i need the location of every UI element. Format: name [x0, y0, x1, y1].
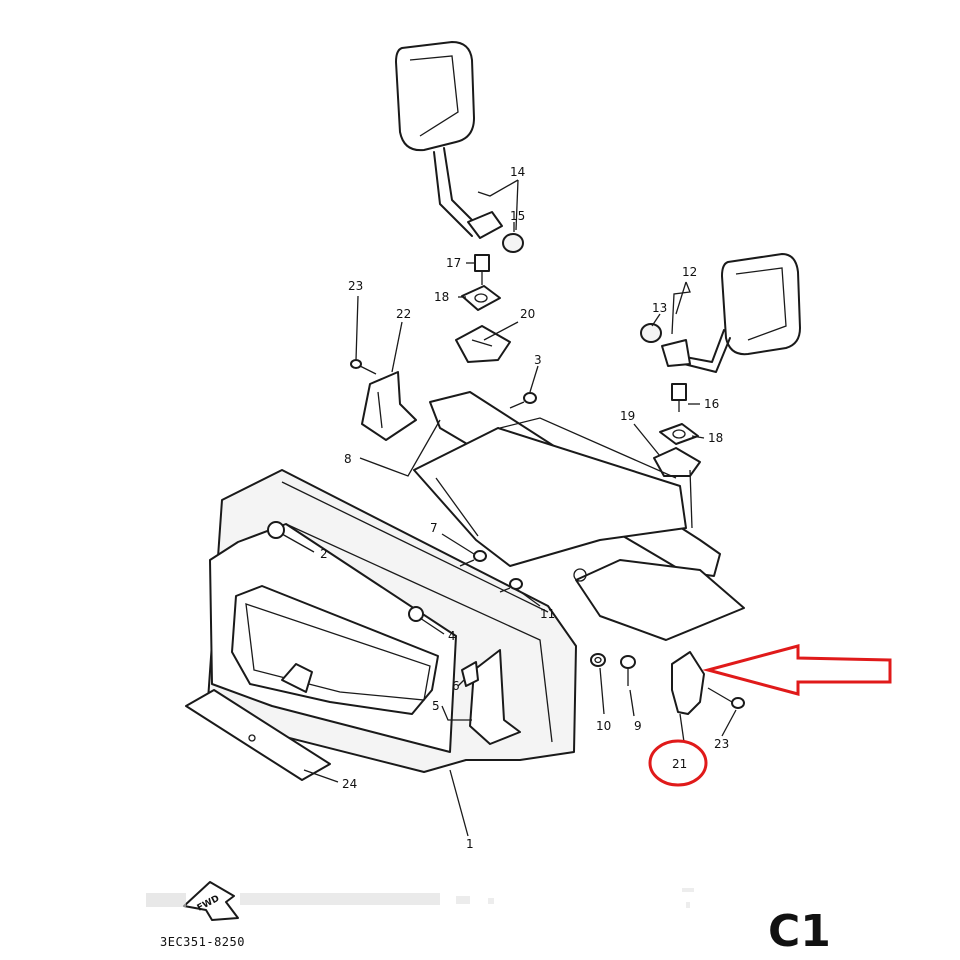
callout-18-right: 18 — [708, 431, 723, 445]
grommet-4 — [408, 606, 424, 622]
bolt-17 — [474, 254, 490, 285]
callout-6: 6 — [452, 679, 460, 693]
fwd-arrow-icon: FWD — [183, 881, 239, 921]
bolt-9 — [620, 655, 636, 686]
grommet-2 — [267, 521, 285, 539]
clip-6 — [461, 661, 479, 687]
page-id: C1 — [768, 906, 831, 957]
red-pointer-arrow-icon — [702, 644, 892, 696]
bolt-23-left — [350, 359, 377, 375]
callout-labels: 1 2 3 4 5 6 7 8 9 10 11 12 13 14 15 16 1… — [320, 165, 729, 851]
callout-15: 15 — [510, 209, 525, 223]
highlight-circle — [648, 739, 708, 787]
mount-bracket-19 — [653, 447, 701, 477]
left-mirror — [395, 41, 503, 239]
callout-21: 21 — [672, 757, 687, 771]
bolt-23-right — [707, 687, 745, 709]
callout-4: 4 — [448, 629, 456, 643]
bracket-5 — [469, 649, 521, 745]
callout-5: 5 — [432, 699, 440, 713]
callout-10: 10 — [596, 719, 611, 733]
callout-7: 7 — [430, 521, 438, 535]
callout-23-left: 23 — [348, 279, 363, 293]
callout-24: 24 — [342, 777, 357, 791]
washer-10 — [590, 653, 606, 667]
screw-7 — [459, 550, 487, 567]
callout-2: 2 — [320, 547, 328, 561]
faint-legend-marks — [146, 888, 694, 908]
callout-3: 3 — [534, 353, 542, 367]
callout-23-right: 23 — [714, 737, 729, 751]
bracket-21 — [671, 651, 705, 715]
leader-lines — [281, 179, 737, 837]
rubber-washer-18-left — [461, 285, 501, 311]
callout-1: 1 — [466, 837, 474, 851]
stay-22 — [361, 371, 417, 441]
callout-19: 19 — [620, 409, 635, 423]
mirror-nut-13 — [640, 323, 662, 343]
stay-8 — [413, 391, 745, 641]
bolt-16 — [671, 383, 687, 412]
screw-11 — [499, 578, 523, 593]
callout-17: 17 — [446, 256, 461, 270]
callout-8: 8 — [344, 452, 352, 466]
right-mirror — [661, 253, 801, 373]
mirror-nut-15 — [502, 233, 524, 253]
callout-11: 11 — [540, 607, 555, 621]
callout-13: 13 — [652, 301, 667, 315]
callout-12: 12 — [682, 265, 697, 279]
callout-20: 20 — [520, 307, 535, 321]
bolt-3 — [509, 392, 537, 409]
callout-22: 22 — [396, 307, 411, 321]
panel-24 — [185, 689, 331, 781]
rubber-washer-18-right — [659, 423, 699, 445]
callout-18-left: 18 — [434, 290, 449, 304]
callout-16: 16 — [704, 397, 719, 411]
reference-code: 3EC351-8250 — [160, 935, 245, 949]
mount-bracket-20 — [455, 325, 511, 363]
highlight-annotation — [648, 644, 892, 787]
callout-14: 14 — [510, 165, 525, 179]
callout-9: 9 — [634, 719, 642, 733]
